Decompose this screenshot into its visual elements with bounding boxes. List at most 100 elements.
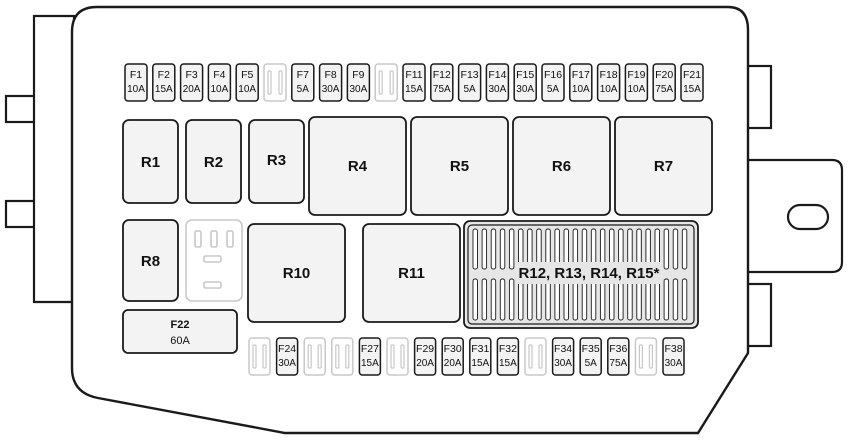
fuse-amp-label: 15A: [499, 358, 517, 369]
fuse-id-label: F17: [572, 69, 590, 81]
fuse-amp-label: 10A: [211, 84, 229, 95]
fuse-amp-label: 30A: [554, 358, 572, 369]
module-slot: [481, 278, 488, 321]
module-slot: [681, 228, 688, 270]
module-slot: [581, 278, 588, 321]
fuse-id-label: F36: [609, 343, 627, 355]
fuse-id-label: F3: [185, 69, 197, 81]
fuse-id-label: F19: [627, 69, 645, 81]
left-flange: [32, 14, 76, 304]
fuse-id-label: F5: [241, 69, 253, 81]
relay-r7: [614, 116, 713, 216]
module-slot: [545, 278, 551, 321]
fuse-amp-label: 30A: [322, 84, 340, 95]
fuse-id-label: F13: [461, 69, 479, 81]
module-slot: [636, 278, 642, 321]
module-slot: [618, 278, 624, 321]
fuse-id-label: F1: [130, 69, 142, 81]
empty-fuse-slot: [634, 337, 658, 376]
relay-r4: [308, 116, 407, 216]
module-slot: [663, 228, 670, 270]
module-slot: [654, 278, 660, 321]
fuse-id-label: F16: [544, 69, 562, 81]
left-tab-upper: [4, 94, 38, 124]
module-slot: [609, 278, 615, 321]
module-slot: [527, 278, 533, 321]
left-tab-lower: [4, 199, 38, 229]
relay-r5: [410, 116, 509, 216]
fuse-id-label: F9: [352, 69, 364, 81]
fuse-amp-label: 5A: [585, 358, 598, 369]
fuse-id-label: F4: [213, 69, 225, 81]
module-slot: [672, 228, 679, 270]
fuse-id-label: F32: [499, 343, 517, 355]
relay-module-label-bg: [516, 262, 662, 284]
fuse-f22-id: F22: [171, 319, 190, 331]
relay-r5-label: R5: [450, 158, 469, 175]
module-slot: [499, 228, 506, 270]
module-slot: [681, 278, 688, 321]
bottom-fuse-row: F2430AF2715AF2920AF3020AF3115AF3215AF343…: [248, 337, 685, 376]
module-slot: [490, 278, 497, 321]
fuse-id-label: F14: [488, 69, 506, 81]
fuse-amp-label: 10A: [628, 84, 646, 95]
empty-fuse-slot: [248, 337, 271, 376]
fuse-amp-label: 75A: [433, 84, 451, 95]
fuse-id-label: F20: [655, 69, 673, 81]
top-fuse-row: F110AF215AF320AF410AF510AF75AF830AF930AF…: [124, 63, 704, 102]
fuse-amp-label: 5A: [463, 84, 476, 95]
module-slot: [572, 278, 579, 321]
relay-r3-label: R3: [267, 152, 286, 169]
fuse-amp-label: 10A: [572, 84, 590, 95]
module-slot: [563, 278, 569, 321]
module-slot: [472, 228, 478, 270]
module-slot: [536, 278, 542, 321]
fuse-id-label: F8: [324, 69, 336, 81]
module-slot: [499, 278, 506, 321]
fuse-id-label: F38: [664, 343, 682, 355]
fuse-amp-label: 15A: [405, 84, 423, 95]
fuse-amp-label: 30A: [516, 84, 534, 95]
fuse-id-label: F21: [683, 69, 701, 81]
module-slot: [554, 278, 560, 321]
relay-module-slots: [472, 228, 688, 321]
empty-fuse-slot: [386, 337, 409, 376]
module-slot: [508, 228, 515, 270]
module-slot: [508, 278, 515, 321]
fuse-id-label: F24: [278, 343, 296, 355]
module-slot: [672, 278, 679, 321]
relay-r8: [122, 219, 179, 302]
module-slot: [645, 278, 651, 321]
fuse-id-label: F7: [297, 69, 309, 81]
fuse-id-label: F29: [416, 343, 434, 355]
fuse-amp-label: 15A: [361, 358, 379, 369]
fuse-amp-label: 15A: [683, 84, 701, 95]
relay-r1-label: R1: [141, 154, 160, 171]
module-slot: [599, 278, 606, 321]
fuse-amp-label: 20A: [416, 358, 434, 369]
fuse-id-label: F15: [516, 69, 534, 81]
empty-fuse-slot: [263, 63, 287, 102]
